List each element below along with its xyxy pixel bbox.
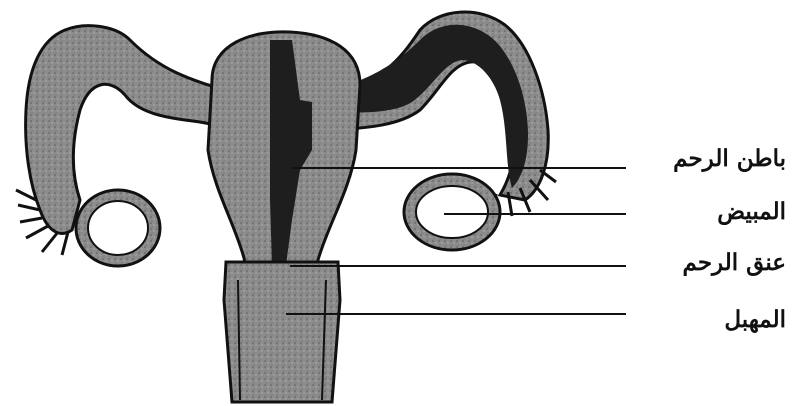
label-ovary: المبيض [626, 197, 786, 227]
right-ovary-inner [416, 186, 488, 238]
left-ovary-inner [88, 201, 148, 255]
label-vagina: المهبل [626, 305, 786, 335]
label-cervix: عنق الرحم [626, 248, 786, 278]
label-endometrium: باطن الرحم [626, 144, 786, 174]
